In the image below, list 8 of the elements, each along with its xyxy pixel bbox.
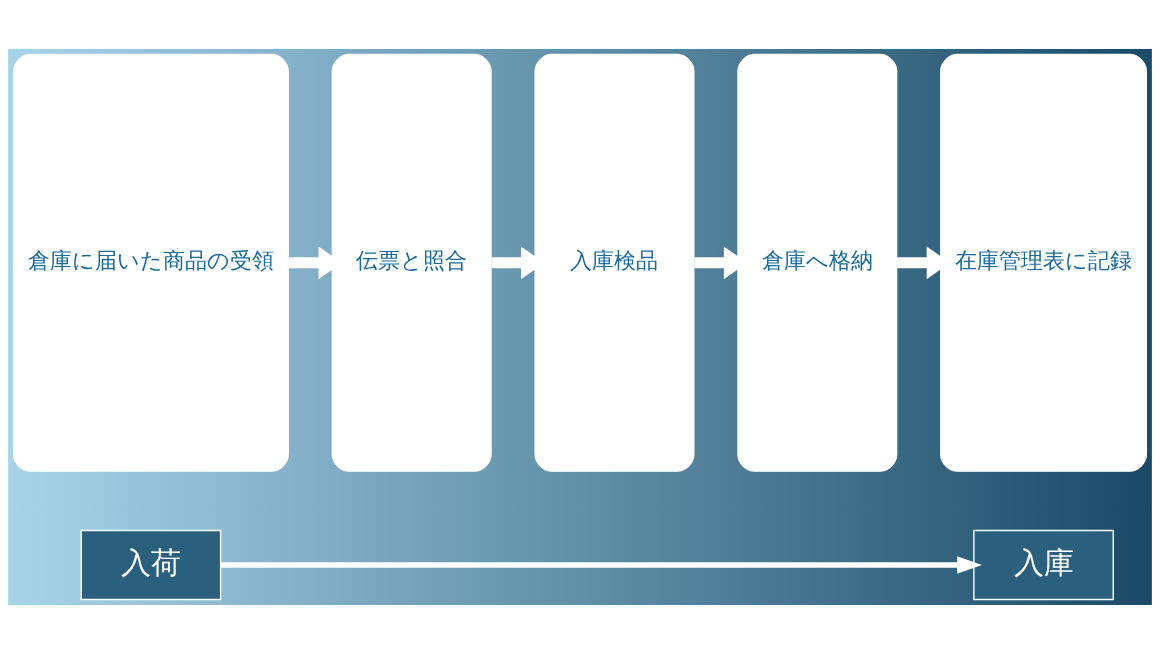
node-box: 倉庫に届いた商品の受領 [12,53,289,472]
node-box: 在庫管理表に記録 [940,53,1148,472]
node-box: 伝票と照合 [331,53,492,472]
node-box: 倉庫へ格納 [737,53,898,472]
node-box: 入庫 [973,529,1114,600]
node-box: 入庫検品 [534,53,695,472]
arrow [220,555,982,574]
node-box: 入荷 [80,529,222,600]
